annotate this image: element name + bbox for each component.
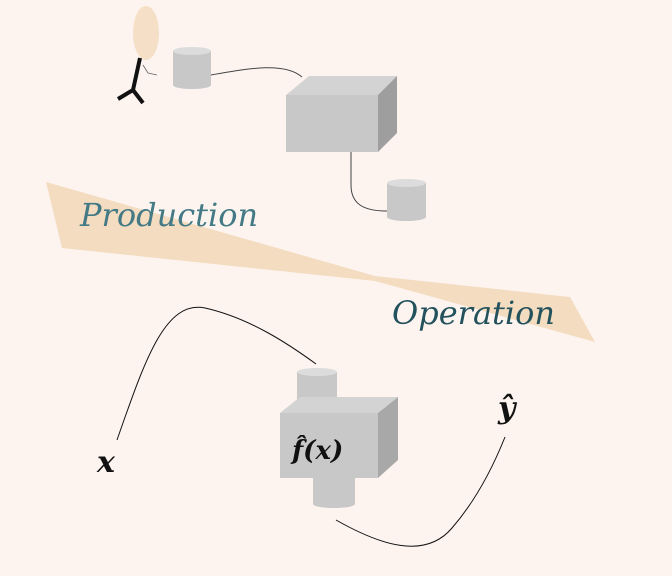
training-box-icon — [286, 76, 397, 152]
connector-line — [350, 152, 388, 212]
input-curve — [116, 306, 317, 441]
output-curve — [335, 436, 506, 547]
model-cylinder-icon — [387, 179, 426, 221]
connector-line — [210, 67, 303, 78]
model-function-label: f̂(x) — [290, 435, 343, 466]
database-cylinder-icon — [173, 47, 211, 89]
production-label: Production — [79, 196, 258, 234]
operation-label: Operation — [392, 294, 555, 332]
deployed-model-icon — [280, 368, 398, 508]
phase-ribbon — [46, 182, 595, 342]
person-icon — [116, 6, 159, 105]
output-y-hat-label: ŷ — [497, 391, 518, 426]
input-x-label: x — [96, 445, 116, 480]
